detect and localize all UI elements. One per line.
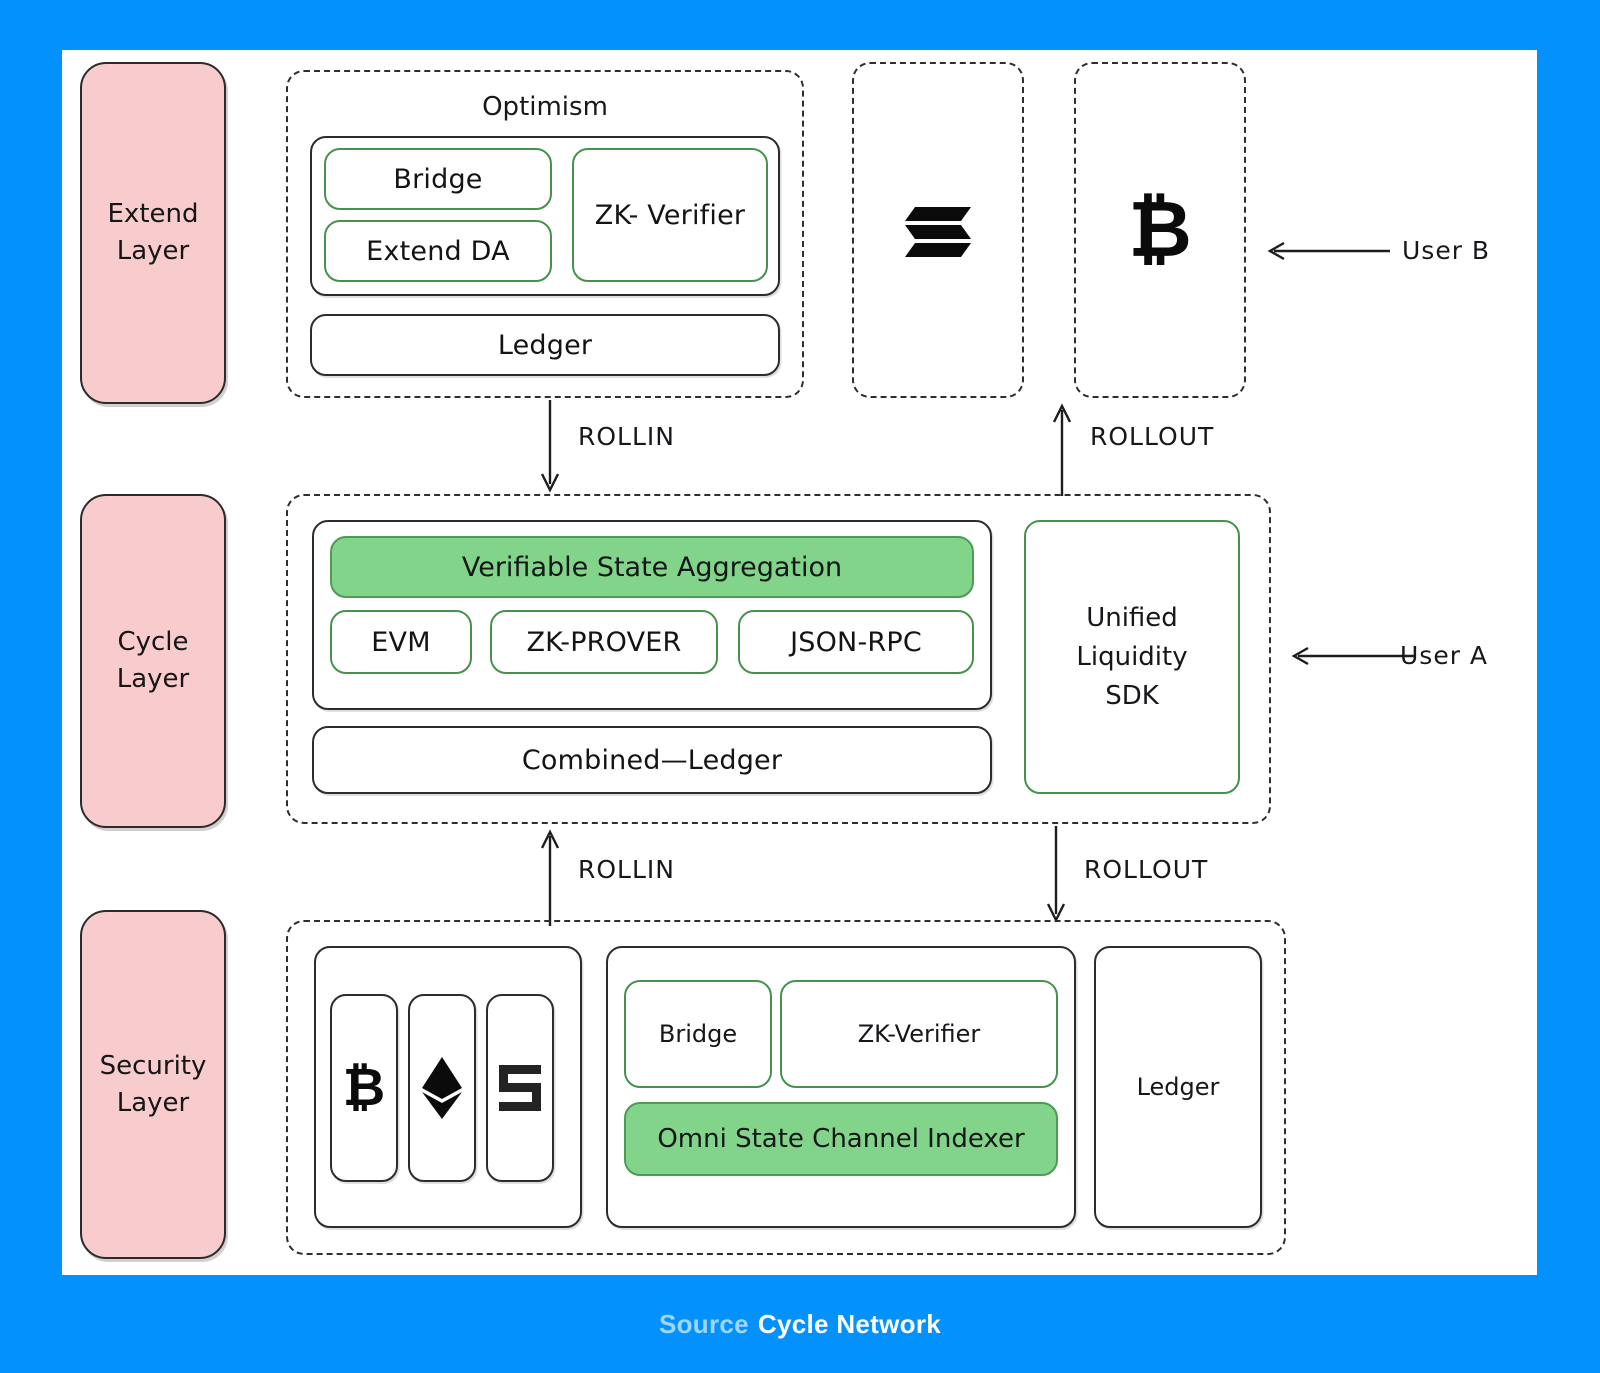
optimism-zk-verifier-label: ZK- Verifier: [594, 199, 746, 231]
footer-credit: Source Cycle Network: [0, 1275, 1600, 1373]
rollout-cycle-to-bitcoin-arrow: [1050, 400, 1074, 496]
omni-state-channel-indexer-box[interactable]: Omni State Channel Indexer: [624, 1102, 1058, 1176]
security-zk-verifier-label: ZK-Verifier: [857, 1020, 981, 1048]
optimism-extend-da-label: Extend DA: [366, 235, 510, 267]
rollin-extend-to-cycle-label: ROLLIN: [578, 422, 675, 451]
optimism-ledger-box[interactable]: Ledger: [310, 314, 780, 376]
rollin-extend-to-cycle-arrow: [538, 400, 562, 496]
user-a-arrow: [1284, 645, 1416, 667]
json-rpc-box[interactable]: JSON-RPC: [738, 610, 974, 674]
bitcoin-symbol: ₿: [342, 1058, 386, 1118]
unified-liquidity-sdk-line2: Liquidity: [1076, 641, 1188, 672]
rollout-cycle-to-security-arrow: [1044, 826, 1068, 926]
zk-prover-label: ZK-PROVER: [526, 626, 682, 658]
cycle-layer-label-line1: Cycle: [117, 627, 189, 658]
json-rpc-label: JSON-RPC: [790, 626, 922, 658]
bitcoin-icon: ₿: [1076, 64, 1244, 396]
unified-liquidity-sdk-line1: Unified: [1086, 602, 1178, 633]
bitcoin-symbol: ₿: [1128, 185, 1192, 275]
extend-layer-label-line1: Extend: [107, 199, 199, 230]
security-zk-verifier-box[interactable]: ZK-Verifier: [780, 980, 1058, 1088]
ethereum-chain-tile[interactable]: [408, 994, 476, 1182]
security-layer-label-line1: Security: [99, 1050, 207, 1081]
unified-liquidity-sdk-line3: SDK: [1105, 680, 1159, 711]
cycle-layer-group: [286, 494, 1271, 824]
cycle-layer-label: Cycle Layer: [80, 494, 226, 828]
optimism-extend-da-box[interactable]: Extend DA: [324, 220, 552, 282]
combined-ledger-label: Combined—Ledger: [521, 744, 783, 776]
optimism-group-title: Optimism: [482, 92, 608, 122]
user-b-label: User B: [1402, 236, 1491, 265]
security-ledger-label: Ledger: [1136, 1073, 1220, 1101]
ethereum-icon: [410, 996, 474, 1180]
solana-icon: [854, 64, 1022, 396]
extend-layer-label-line2: Layer: [116, 236, 190, 266]
evm-label: EVM: [371, 626, 431, 658]
bitcoin-icon: ₿: [332, 996, 396, 1180]
optimism-ledger-label: Ledger: [497, 329, 593, 361]
bitcoin-chain-box[interactable]: ₿: [1074, 62, 1246, 398]
security-bridge-label: Bridge: [658, 1020, 738, 1048]
security-ledger-box[interactable]: Ledger: [1094, 946, 1262, 1228]
verifiable-state-aggregation-label: Verifiable State Aggregation: [461, 551, 843, 583]
rollin-security-to-cycle-label: ROLLIN: [578, 855, 675, 884]
omni-state-channel-indexer-label: Omni State Channel Indexer: [657, 1124, 1025, 1154]
security-bridge-box[interactable]: Bridge: [624, 980, 772, 1088]
optimism-bridge-box[interactable]: Bridge: [324, 148, 552, 210]
footer-source-label: Source: [658, 1308, 749, 1339]
extend-layer-label: Extend Layer: [80, 62, 226, 404]
solana-chain-box[interactable]: [852, 62, 1024, 398]
footer-brand-label: Cycle Network: [757, 1308, 942, 1339]
unified-liquidity-sdk-box[interactable]: Unified Liquidity SDK: [1024, 520, 1240, 794]
evm-box[interactable]: EVM: [330, 610, 472, 674]
security-layer-label-line2: Layer: [116, 1087, 190, 1118]
optimism-group: [286, 70, 804, 398]
optimism-zk-verifier-box[interactable]: ZK- Verifier: [572, 148, 768, 282]
bitcoin-chain-tile[interactable]: ₿: [330, 994, 398, 1182]
rollout-cycle-to-security-label: ROLLOUT: [1084, 855, 1209, 884]
rollout-cycle-to-bitcoin-label: ROLLOUT: [1090, 422, 1215, 451]
diagram-canvas: Extend Layer Cycle Layer Security Layer …: [62, 50, 1537, 1275]
security-layer-label: Security Layer: [80, 910, 226, 1259]
user-b-arrow: [1260, 240, 1392, 262]
rollin-security-to-cycle-arrow: [538, 826, 562, 926]
zk-prover-box[interactable]: ZK-PROVER: [490, 610, 718, 674]
verifiable-state-aggregation-box[interactable]: Verifiable State Aggregation: [330, 536, 974, 598]
solana-mark-icon: [488, 996, 552, 1180]
cycle-layer-label-line2: Layer: [116, 664, 190, 694]
user-a-label: User A: [1400, 641, 1489, 670]
combined-ledger-box[interactable]: Combined—Ledger: [312, 726, 992, 794]
optimism-bridge-label: Bridge: [393, 163, 483, 195]
security-layer-group: [286, 920, 1286, 1255]
solana-chain-tile[interactable]: [486, 994, 554, 1182]
